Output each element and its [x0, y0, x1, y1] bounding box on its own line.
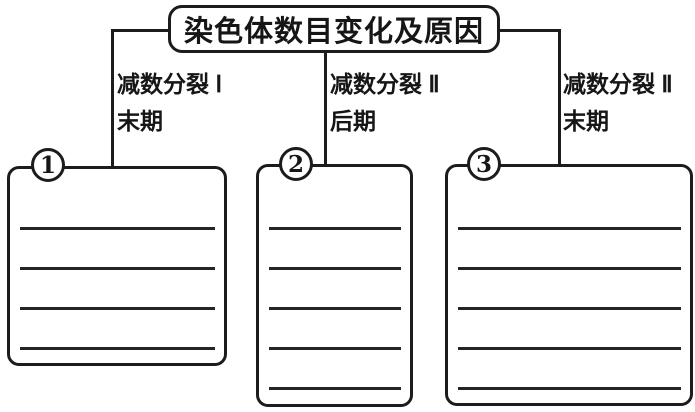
- diagram-title-box: 染色体数目变化及原因: [168, 5, 500, 53]
- connector-left-vertical: [111, 29, 114, 168]
- branch-label-meiosis2-anaphase: 减数分裂 Ⅱ 后期: [330, 66, 440, 140]
- answer-box-1: [7, 166, 227, 366]
- circled-number-3: 3: [467, 147, 501, 181]
- branch-label-line1: 减数分裂 Ⅱ: [330, 71, 440, 97]
- branch-label-line2: 末期: [563, 108, 609, 134]
- blank-answer-line: [269, 307, 401, 310]
- diagram-title: 染色体数目变化及原因: [183, 16, 484, 48]
- blank-answer-line: [458, 347, 681, 350]
- blank-answer-line: [269, 267, 401, 270]
- blank-answer-line: [269, 387, 401, 390]
- connector-left-horizontal: [111, 29, 168, 32]
- blank-answer-line: [20, 347, 215, 350]
- circled-number-1: 1: [31, 148, 65, 182]
- connector-middle-vertical: [324, 52, 327, 168]
- answer-box-3: [445, 164, 693, 406]
- blank-answer-line: [20, 267, 215, 270]
- blank-answer-line: [458, 307, 681, 310]
- blank-answer-line: [458, 387, 681, 390]
- connector-right-horizontal: [500, 29, 561, 32]
- blank-answer-line: [458, 227, 681, 230]
- branch-label-line1: 减数分裂 Ⅱ: [563, 71, 673, 97]
- circled-number-2: 2: [279, 147, 313, 181]
- connector-right-vertical: [558, 29, 561, 168]
- branch-label-line2: 后期: [330, 108, 376, 134]
- blank-answer-line: [458, 267, 681, 270]
- blank-answer-line: [20, 227, 215, 230]
- blank-answer-line: [269, 227, 401, 230]
- branch-label-line2: 末期: [117, 108, 163, 134]
- branch-label-meiosis1-telophase: 减数分裂 Ⅰ 末期: [117, 66, 222, 140]
- answer-box-2: [256, 164, 413, 407]
- branch-label-line1: 减数分裂 Ⅰ: [117, 71, 223, 97]
- blank-answer-line: [20, 307, 215, 310]
- blank-answer-line: [269, 347, 401, 350]
- branch-label-meiosis2-telophase: 减数分裂 Ⅱ 末期: [563, 66, 673, 140]
